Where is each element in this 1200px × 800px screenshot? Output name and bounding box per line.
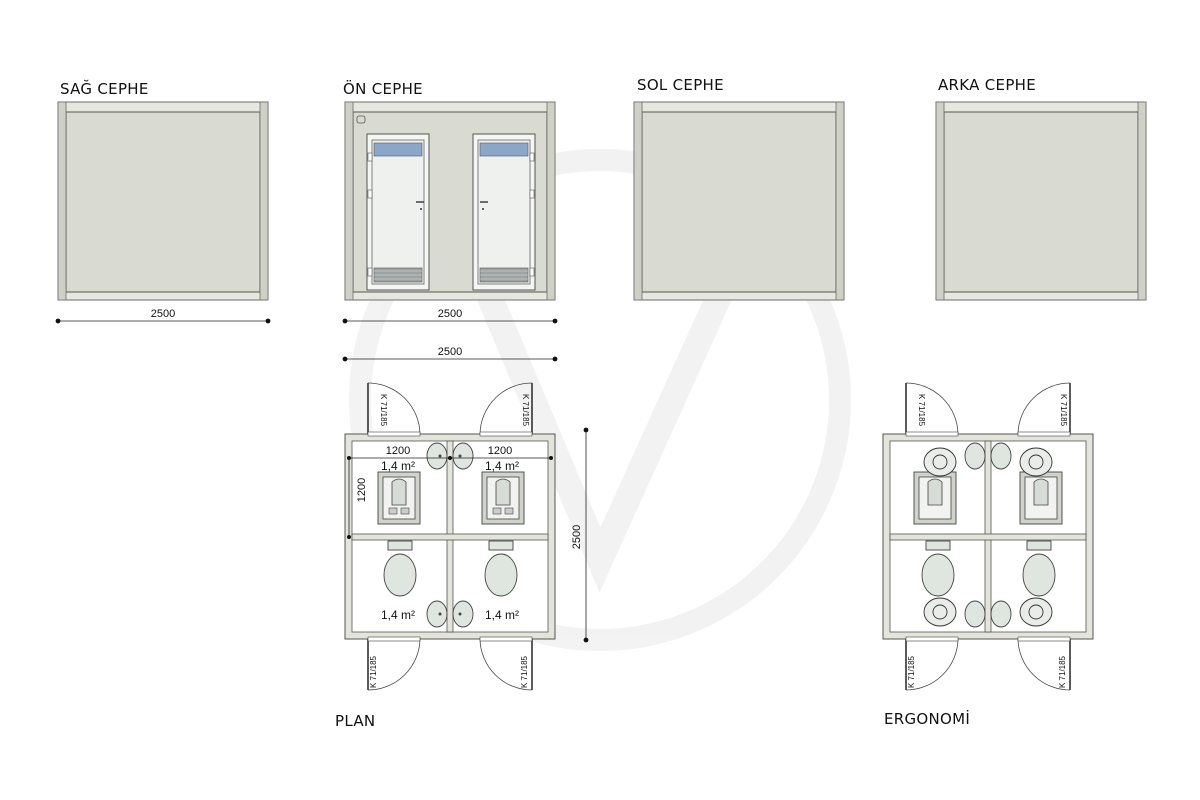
door-code-label: K 71/185 (521, 394, 530, 427)
plan-door-top-right (479, 382, 533, 437)
toilet-icon (383, 540, 417, 597)
squat-toilet-icon (481, 471, 525, 525)
squat-toilet-icon (377, 471, 421, 525)
elevation-title-left: SOL CEPHE (637, 76, 724, 94)
sink-icon (964, 442, 986, 470)
ergonomics-door-bottom-left (905, 636, 959, 691)
plan-overall-width-label: 2500 (438, 346, 462, 358)
plan-overall-depth-label: 2500 (571, 525, 583, 549)
plan-cell-depth-dimension: 1200 (347, 458, 368, 539)
sink-icon (990, 600, 1012, 628)
door-code-label: K 71/185 (520, 655, 529, 688)
plan-area-label: 1,4 m² (381, 459, 415, 473)
sink-icon (964, 600, 986, 628)
person-icon (1019, 447, 1053, 477)
sink-icon (452, 600, 474, 628)
sink-icon (426, 442, 448, 470)
sink-icon (990, 442, 1012, 470)
ergonomics-title: ERGONOMİ (884, 709, 970, 728)
plan-cell-width-dimension: 1200 1200 (347, 445, 553, 460)
door-code-label: K 71/185 (1058, 655, 1067, 688)
elevation-title-back: ARKA CEPHE (938, 76, 1036, 94)
door-code-label: K 71/185 (907, 655, 916, 688)
toilet-icon (921, 540, 955, 597)
door-code-label: K 71/185 (369, 655, 378, 688)
plan-cell-depth-label: 1200 (356, 478, 368, 502)
plan-title: PLAN (335, 712, 375, 730)
person-icon (923, 597, 957, 627)
elevation-right (57, 101, 269, 301)
plan-area-label: 1,4 m² (381, 608, 415, 622)
plan-overall-depth-dimension: 2500 (571, 427, 589, 643)
ergonomics-drawing (882, 382, 1094, 691)
door-code-label: K 71/185 (379, 394, 388, 427)
plan-area-label: 1,4 m² (485, 459, 519, 473)
person-icon (923, 447, 957, 477)
elevation-front-dimension-label: 2500 (438, 308, 462, 320)
front-door-left (366, 133, 430, 291)
elevation-front (344, 101, 556, 301)
sink-icon (452, 442, 474, 470)
plan-cell-width-left-label: 1200 (386, 445, 410, 457)
person-icon (1019, 597, 1053, 627)
elevation-front-dimension: 2500 (342, 308, 558, 324)
elevation-back (935, 101, 1147, 301)
plan-overall-width-dimension: 2500 (342, 346, 558, 362)
ergonomics-door-top-left (905, 382, 959, 437)
plan-area-label: 1,4 m² (485, 608, 519, 622)
plan-drawing (344, 382, 556, 691)
squat-toilet-icon (913, 471, 957, 525)
ergonomics-door-top-right (1017, 382, 1071, 437)
front-door-right (472, 133, 536, 291)
plan-door-bottom-right (479, 636, 533, 691)
sink-icon (426, 600, 448, 628)
elevation-right-dimension-label: 2500 (151, 308, 175, 320)
elevation-title-right: SAĞ CEPHE (60, 79, 149, 98)
door-code-label: K 71/185 (1059, 394, 1068, 427)
door-code-label: K 71/185 (917, 394, 926, 427)
ergonomics-door-bottom-right (1017, 636, 1071, 691)
toilet-icon (484, 540, 518, 597)
plan-cell-width-right-label: 1200 (488, 445, 512, 457)
elevation-right-dimension: 2500 (55, 308, 271, 324)
elevation-left (633, 101, 845, 301)
plan-door-bottom-left (367, 636, 421, 691)
circle-v-logo-watermark (349, 149, 851, 651)
elevation-title-front: ÖN CEPHE (343, 79, 423, 98)
plan-door-top-left (367, 382, 421, 437)
toilet-icon (1022, 540, 1056, 597)
squat-toilet-icon (1019, 471, 1063, 525)
